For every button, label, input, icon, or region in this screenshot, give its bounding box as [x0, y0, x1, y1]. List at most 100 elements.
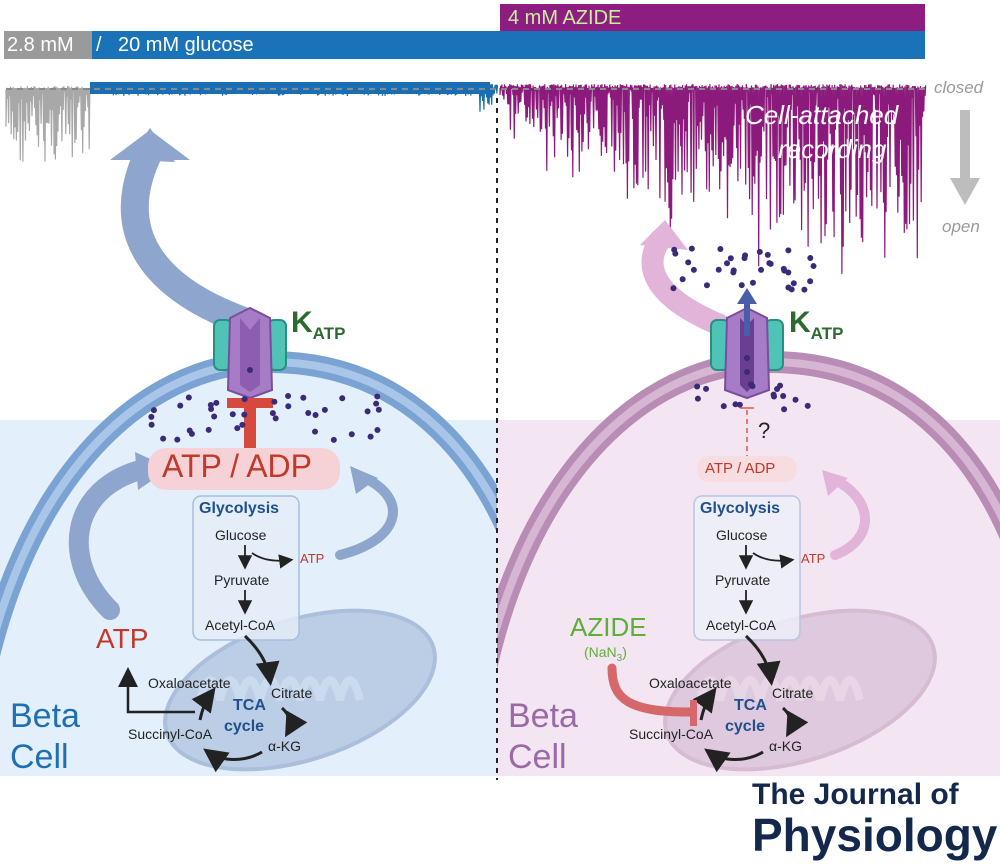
journal-name-line1: The Journal of: [752, 778, 959, 811]
k-ion-dot: [239, 421, 246, 428]
k-ion-dot: [213, 399, 220, 406]
k-ion-dot: [715, 266, 722, 273]
left-katp-channel: [213, 306, 287, 400]
azide-label: AZIDE: [570, 612, 647, 642]
k-ion-dot: [312, 428, 319, 435]
k-ion-dot: [732, 401, 739, 408]
recording-title-line1: Cell-attached: [745, 100, 899, 130]
k-ion-dot: [670, 285, 677, 292]
right-potassium-ions-outside: [670, 245, 817, 293]
k-ion-dot: [736, 401, 743, 408]
k-ion-dot: [148, 421, 155, 428]
k-ion-dot: [348, 431, 355, 438]
glucose-bar: / 20 mM glucose: [92, 31, 925, 59]
k-ion-dot: [330, 436, 337, 443]
k-ion-dot: [312, 411, 319, 418]
k-ion-dot: [373, 400, 380, 407]
k-ion-dot: [321, 406, 328, 413]
k-ion-dot: [792, 396, 799, 403]
k-ion-dot: [300, 394, 307, 401]
k-ion-dot: [679, 276, 686, 283]
right-glycolysis-atp: ATP: [801, 551, 826, 566]
right-succinyl-coa: Succinyl-CoA: [629, 726, 714, 742]
k-ion-dot: [804, 402, 811, 409]
k-ion-dot: [685, 259, 692, 266]
k-ion-dot: [807, 254, 814, 261]
left-atp-adp-label: ATP / ADP: [162, 448, 312, 484]
k-ion-dot: [374, 426, 381, 433]
left-glycolysis-atp: ATP: [300, 551, 325, 566]
right-citrate: Citrate: [772, 685, 814, 701]
right-glycolysis-atp-arrow: [830, 475, 870, 560]
k-ion-dot: [694, 383, 701, 390]
k-ion-dot: [177, 402, 184, 409]
basal-glucose-bar: 2.8 mM: [4, 31, 92, 59]
k-ion-dot: [241, 411, 248, 418]
right-mitochondrion: [663, 608, 937, 772]
right-katp-channel: [710, 306, 784, 400]
left-alpha-kg: α-KG: [268, 738, 301, 754]
left-succinyl-coa: Succinyl-CoA: [128, 726, 213, 742]
grey-trace: [5, 85, 91, 162]
k-ion-dot: [205, 426, 212, 433]
k-ion-dot: [269, 410, 276, 417]
left-glycolysis-title: Glycolysis: [199, 500, 280, 517]
k-ion-dot: [720, 403, 727, 410]
right-uncertain-inhibition: [740, 407, 754, 456]
k-ion-dot: [738, 282, 745, 289]
k-ion-dot: [185, 394, 192, 401]
left-glucose: Glucose: [215, 527, 267, 543]
k-ion-dot: [690, 266, 697, 273]
left-citrate: Citrate: [271, 685, 313, 701]
right-atp-adp-label: ATP / ADP: [705, 460, 776, 477]
k-ion-dot: [749, 383, 756, 390]
k-ion-dot: [375, 406, 382, 413]
k-ion-dot: [781, 406, 788, 413]
right-pathway-arrows: [692, 545, 809, 773]
k-ion-dot: [285, 403, 292, 410]
k-ion-dot: [234, 425, 241, 432]
azide-bar-label: 4 mM AZIDE: [508, 7, 622, 29]
k-ion-dot: [271, 398, 278, 405]
k-ion-dot: [785, 247, 792, 254]
k-ion-dot: [148, 413, 155, 420]
right-acetyl-coa: Acetyl-CoA: [706, 617, 777, 633]
left-atp-adp-pill: [148, 448, 340, 490]
right-signal-arrow: [641, 229, 731, 336]
k-ion-dot: [807, 278, 814, 285]
k-ion-dot: [749, 279, 756, 286]
k-ion-dot: [767, 260, 774, 267]
k-ion-dot: [374, 393, 381, 400]
left-pyruvate: Pyruvate: [214, 572, 270, 588]
right-cell-label-line2: Cell: [508, 738, 567, 776]
k-ion-dot: [703, 282, 710, 289]
k-ion-dot: [285, 393, 292, 400]
k-ion-dot: [150, 407, 157, 414]
k-ion-dot: [305, 409, 312, 416]
right-tca-line2: cycle: [725, 718, 766, 735]
purple-trace: [499, 83, 927, 274]
k-ion-dot: [211, 413, 218, 420]
left-tca-line2: cycle: [224, 718, 265, 735]
k-ion-dot: [801, 286, 808, 293]
k-ion-dot: [703, 385, 710, 392]
blue-trace: [89, 82, 499, 112]
k-ion-dot: [241, 396, 248, 403]
right-katp-label: KATP: [789, 306, 844, 343]
k-ion-dot: [229, 411, 236, 418]
left-signal-arrow: [120, 136, 269, 339]
k-ion-dot: [671, 246, 678, 253]
k-ion-dot: [785, 269, 792, 276]
k-ion-dot: [764, 251, 771, 258]
k-ion-dot: [724, 260, 731, 267]
basal-glucose-label: 2.8 mM: [7, 34, 74, 56]
k-ion-dot: [207, 401, 214, 408]
left-atp-arrow: [68, 460, 150, 620]
left-tca-line1: TCA: [233, 697, 266, 714]
glucose-bar-label: 20 mM glucose: [118, 34, 254, 56]
k-ion-dot: [777, 382, 784, 389]
k-ion-dot: [272, 415, 279, 422]
k-efflux-arrow: [737, 288, 757, 336]
k-ion-dot: [694, 395, 701, 402]
k-ion-dot: [174, 436, 181, 443]
